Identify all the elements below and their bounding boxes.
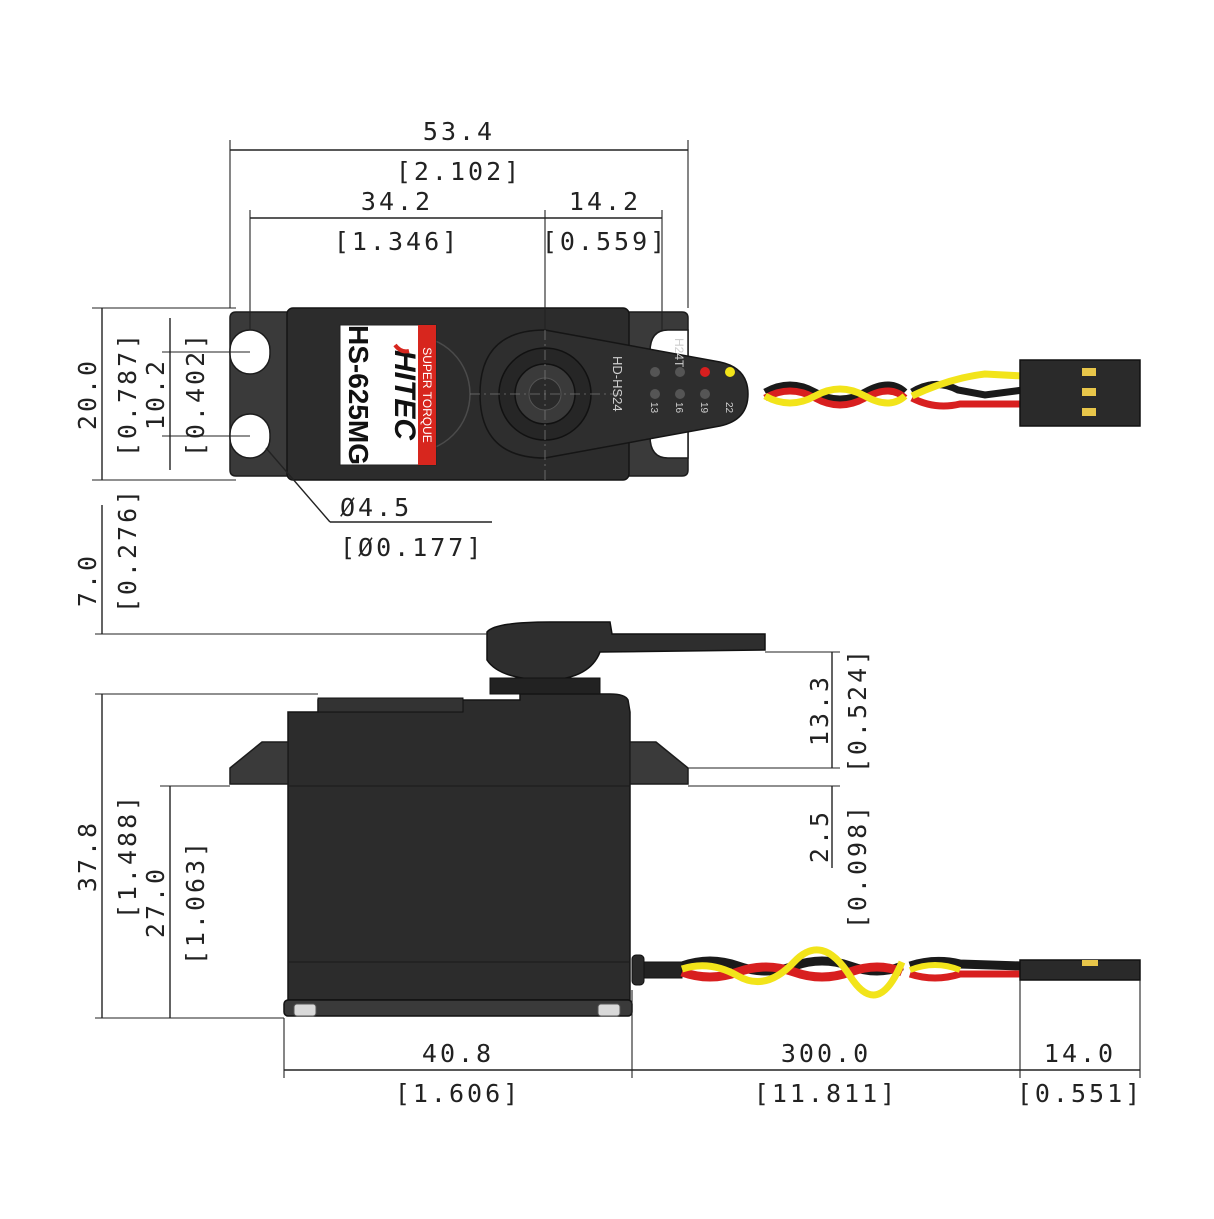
dim-shaft-offset: 14.2 [0.559] [542,187,668,330]
dim-body-length-inch: [1.606] [395,1079,521,1108]
side-view-spline [489,677,601,695]
dim-horn-height-inch: [0.276] [113,487,142,613]
top-view-connector [1019,359,1141,427]
dim-width: 20.0 [0.787] [73,307,236,481]
cable-grommet [631,954,645,986]
side-view-bottom-cover [283,999,633,1017]
side-view-horn [486,621,766,681]
dim-hole-diameter-mm: Ø4.5 [340,493,412,522]
dim-top-height: 13.3 [0.524] [688,647,872,773]
output-horn: 13 16 19 22 H24T HD-HS24 [470,290,749,480]
top-view-cable [763,359,1141,427]
dim-hole-diameter: Ø4.5 [Ø0.177] [265,447,492,562]
dim-total-height-mm: 37.8 [73,820,102,892]
dim-connector-length-inch: [0.551] [1017,1079,1143,1108]
label-model: HS-625MG [343,325,374,465]
dim-cable-length-mm: 300.0 [781,1039,871,1068]
horn-part: HD-HS24 [610,356,625,412]
horn-hole-13: 13 [648,402,659,414]
dim-body-length: 40.8 [1.606] [283,990,633,1108]
side-view-flange-left [229,741,289,785]
side-view-case [287,693,631,1001]
side-view-flange-right [629,741,689,785]
dim-top-height-mm: 13.3 [805,674,834,746]
dim-hole-spacing-mm: 10.2 [141,358,170,430]
brand-swoosh [393,343,410,354]
dim-mount-spacing-inch: [1.346] [334,227,460,256]
dim-mount-spacing-mm: 34.2 [361,187,433,216]
screw-head [597,1003,621,1017]
dim-flange-height-inch: [1.063] [181,839,210,965]
dim-horn-height-mm: 7.0 [73,553,102,607]
dim-width-mm: 20.0 [73,358,102,430]
dim-total-height: 37.8 [1.488] [73,693,318,1019]
dim-cable-length-inch: [11.811] [754,1079,898,1108]
horn-hole-19: 19 [698,402,709,414]
dim-shaft-offset-inch: [0.559] [542,227,668,256]
dim-hole-spacing: 10.2 [0.402] [141,318,250,470]
side-view-connector [1019,959,1141,981]
label-tagline: SUPER TORQUE [420,347,434,443]
dim-connector-length: 14.0 [0.551] [1017,980,1143,1108]
dim-shaft-offset-mm: 14.2 [569,187,641,216]
dim-flange-thickness-mm: 2.5 [805,809,834,863]
dim-top-height-inch: [0.524] [843,647,872,773]
dim-connector-length-mm: 14.0 [1044,1039,1116,1068]
dim-overall-length: 53.4 [2.102] [229,117,689,308]
dim-mount-spacing: 34.2 [1.346] [249,187,546,330]
label-brand: HITEC [388,350,421,441]
dim-body-length-mm: 40.8 [422,1039,494,1068]
horn-hole-22: 22 [723,402,734,414]
dim-width-inch: [0.787] [113,331,142,457]
dim-flange-height: 27.0 [1.063] [141,785,230,1018]
screw-head [293,1003,317,1017]
top-view: SUPER TORQUE HITEC HS-625MG 13 16 19 22 … [73,117,1141,562]
dim-flange-thickness: 2.5 [0.098] [688,785,872,929]
dim-flange-thickness-inch: [0.098] [843,803,872,929]
dim-overall-length-mm: 53.4 [423,117,495,146]
dim-flange-height-mm: 27.0 [141,866,170,938]
horn-type: H24T [672,338,686,368]
side-view: 7.0 [0.276] 37.8 [1.488] 27.0 [1.063] 13… [73,487,1143,1108]
dim-cable-length: 300.0 [11.811] [632,980,1021,1108]
dim-overall-length-inch: [2.102] [396,157,522,186]
dim-hole-diameter-inch: [Ø0.177] [340,533,484,562]
side-view-cable [680,946,1141,999]
dim-horn-height: 7.0 [0.276] [73,487,487,635]
product-label: SUPER TORQUE HITEC HS-625MG [339,324,437,466]
label-red-stripe [418,325,436,465]
dim-hole-spacing-inch: [0.402] [181,331,210,457]
dim-total-height-inch: [1.488] [113,793,142,919]
horn-hole-16: 16 [673,402,684,414]
